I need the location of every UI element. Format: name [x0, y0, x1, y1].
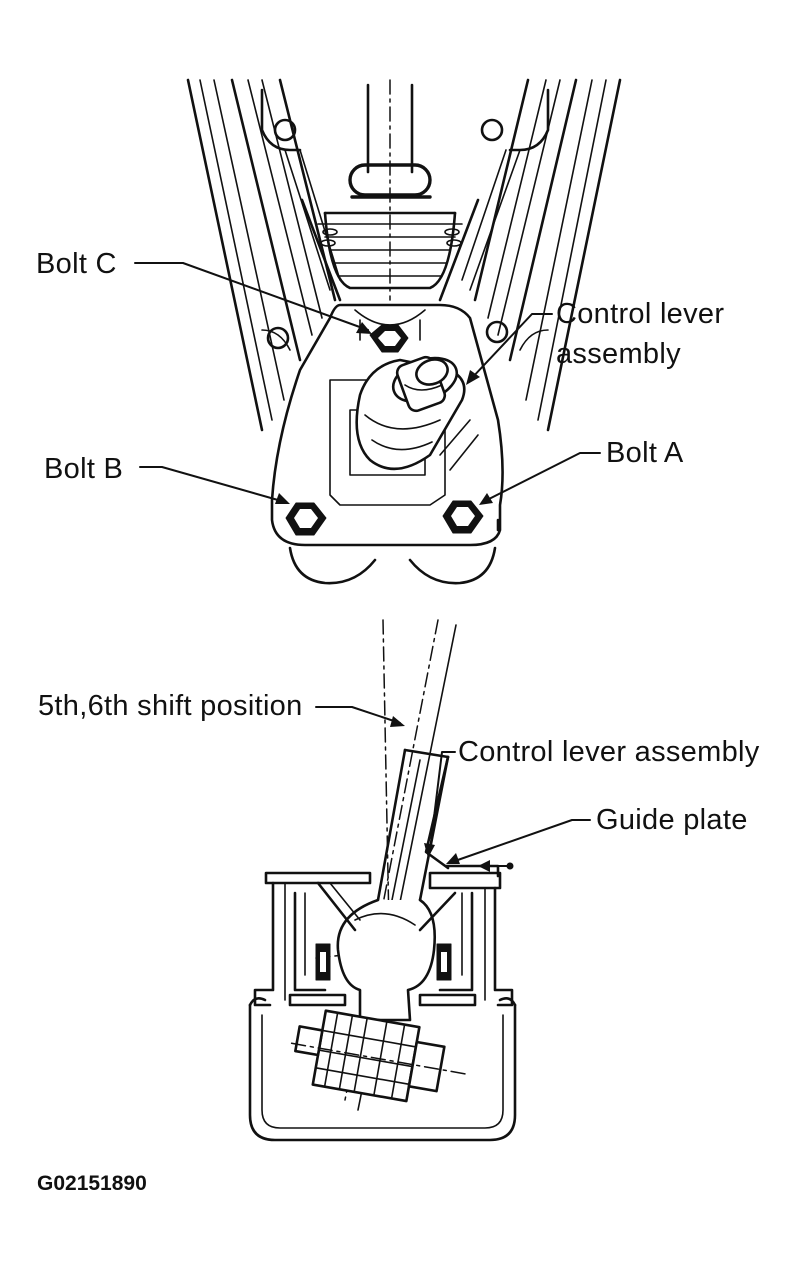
- bolt-a-label: Bolt A: [606, 437, 684, 469]
- top-view-shaft-and-boot: [300, 79, 480, 302]
- bottom-view-leader-lines: [315, 706, 591, 872]
- top-view-control-plate: [270, 303, 504, 585]
- bolt-a-hex: [442, 500, 484, 534]
- shift-position-label: 5th,6th shift position: [38, 690, 303, 722]
- figure-code: G02151890: [37, 1172, 147, 1195]
- bolt-c-label: Bolt C: [36, 248, 117, 280]
- guide-plate-label: Guide plate: [596, 804, 748, 836]
- control-lever-bottom-label: Control lever assembly: [458, 736, 760, 768]
- bolt-b-hex: [285, 502, 327, 536]
- top-view-housing: [186, 78, 622, 432]
- bottom-view-lever: [336, 748, 450, 1022]
- top-view-lever-knob: [355, 355, 466, 471]
- bolt-c-hex: [369, 324, 409, 353]
- bottom-view-shift-fork: [290, 1009, 470, 1103]
- control-lever-top-label-line2: assembly: [556, 338, 681, 370]
- bottom-view-housing: [248, 864, 517, 1142]
- control-lever-top-label-line1: Control lever: [556, 298, 725, 330]
- bolt-b-label: Bolt B: [44, 453, 124, 485]
- top-view-leader-lines: [134, 262, 601, 505]
